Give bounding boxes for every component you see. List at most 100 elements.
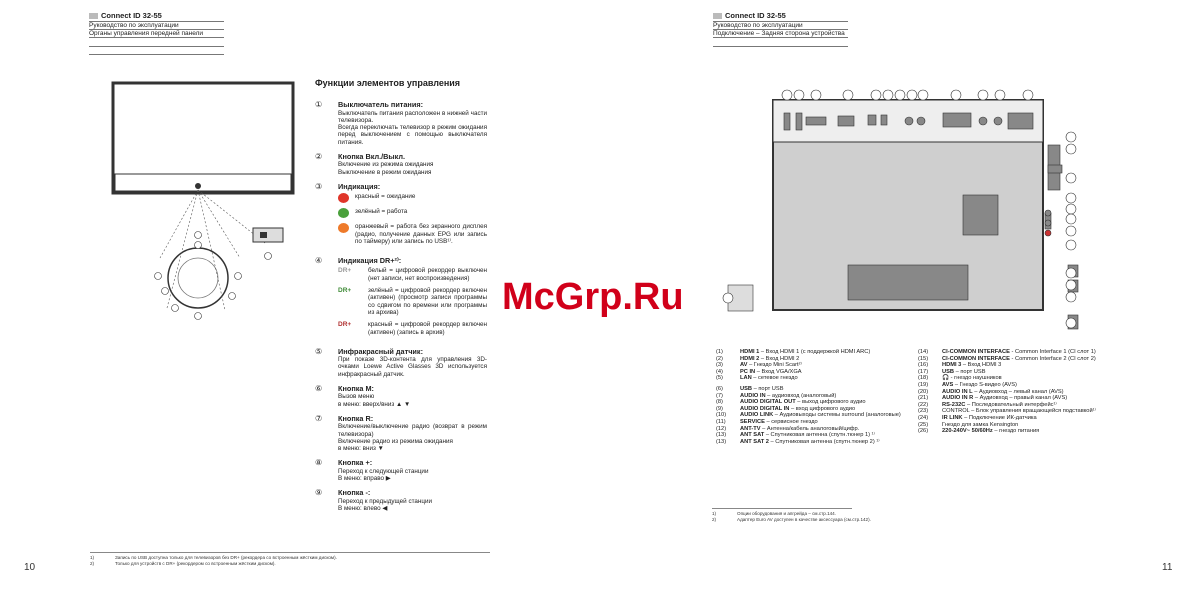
item-number: ③: [315, 181, 323, 191]
connection-description: – сетевое гнездо: [751, 375, 798, 382]
connection-text: ANT-TV – Антенна/кабель аналоговый/цифр.: [740, 426, 859, 433]
connection-description: – аудиовход (аналоговый): [765, 392, 837, 399]
connection-description: – гнездо питания: [992, 428, 1040, 435]
connection-name: AUDIO LINK: [740, 412, 774, 419]
dr-plus-icon: DR+: [338, 267, 352, 275]
connection-text: PC IN – Вход VGA/XGA: [740, 369, 802, 376]
connection-name: AVS: [942, 381, 954, 388]
connection-name: HDMI 2: [740, 355, 760, 362]
item-title: Кнопка M:: [338, 384, 374, 394]
connection-item: (17)USB – порт USB: [918, 369, 1118, 376]
connection-name: HDMI 3: [942, 362, 962, 369]
connection-number: (19): [918, 381, 929, 388]
connection-item: (14)CI-COMMON INTERFACE - Common Interfa…: [918, 349, 1118, 356]
connection-item: (3)AV – Гнездо Mini Scart²⁾: [716, 362, 911, 369]
item-text: При показе 3D-контента для управления 3D…: [338, 356, 487, 378]
connection-text: AV – Гнездо Mini Scart²⁾: [740, 362, 802, 369]
connection-name: CI-COMMON INTERFACE: [942, 349, 1010, 355]
connection-description: – Спутниковая антенна (спутн.тюнер 1) ¹⁾: [764, 432, 875, 439]
header-line: [89, 47, 224, 55]
item-text: Переход к предыдущей станции: [338, 497, 433, 505]
connection-item: (6)USB – порт USB: [716, 386, 911, 393]
connection-name: ANT-TV: [740, 425, 761, 432]
header-line: Руководство по эксплуатации: [89, 21, 224, 30]
connection-text: HDMI 3 – Вход HDMI 3: [942, 362, 1001, 369]
item-text: В меню: вправо ▶: [338, 474, 391, 482]
connection-item: (7)AUDIO IN – аудиовход (аналоговый): [716, 393, 911, 400]
item-number: ②: [315, 152, 323, 162]
indicator-row: оранжевый = работа без экранного дисплея…: [338, 223, 487, 245]
header-line: Подключение – Задняя сторона устройства: [713, 30, 848, 38]
connection-item: (11)SERVICE – сервисное гнездо: [716, 419, 911, 426]
connection-text: AUDIO IN R – Аудиовход – правый канал (A…: [942, 395, 1067, 402]
footnote-mark: 1): [712, 511, 717, 516]
left-footnotes: 1)Запись по USB доступна только для теле…: [90, 552, 490, 567]
connection-description: – Вход HDMI 2: [759, 355, 800, 362]
connection-description: – Аудиовыходы системы surround (аналогов…: [773, 412, 901, 419]
header-line: Органы управления передней панели: [89, 30, 224, 38]
connection-text: ANT SAT 2 – Спутниковая антенна (спутн.т…: [740, 439, 880, 446]
connection-description: – Антенна/кабель аналоговый/цифр.: [760, 425, 860, 432]
connection-text: IR LINK – Подключение ИК-датчика: [942, 415, 1037, 422]
connection-name: ANT SAT: [740, 432, 765, 439]
tv-rear-connections-illustration: [722, 89, 1079, 330]
connection-text: AUDIO IN L – Аудиовход – левый канал (AV…: [942, 389, 1064, 396]
indicator-text: красный = цифровой рекордер включен (акт…: [368, 321, 487, 336]
indicator-row: красный = ожидание: [338, 193, 487, 204]
connection-text: 220-240V~ 50/60Hz – гнездо питания: [942, 428, 1039, 435]
indicator-text: белый = цифровой рекордер выключен (нет …: [368, 267, 487, 282]
item-text: Включение радио из режима ожидания: [338, 437, 453, 445]
footnote-mark: 2): [712, 517, 717, 522]
connection-number: (5): [716, 375, 723, 382]
connection-name: CI-COMMON INTERFACE: [942, 355, 1010, 362]
connection-name: HDMI 1: [740, 349, 760, 355]
connection-name: PC IN: [740, 368, 756, 375]
connection-name: AUDIO DIGITAL OUT: [740, 399, 796, 406]
item-text: Включение/выключение радио (возврат в ре…: [338, 423, 487, 438]
item-text: Всегда переключать телевизор в режим ожи…: [338, 124, 487, 146]
connection-text: AUDIO DIGITAL OUT – выход цифрового ауди…: [740, 399, 866, 406]
connection-number: (6): [716, 385, 723, 392]
item-number: ⑧: [315, 458, 323, 468]
connection-text: 🎧 - гнездо наушников: [942, 375, 1002, 382]
connection-number: (16): [918, 362, 929, 369]
connection-description: – Аудиовход – левый канал (AVS): [972, 388, 1064, 395]
dr-indicator-row: DR+красный = цифровой рекордер включен (…: [338, 321, 487, 336]
connection-number: (23): [918, 408, 929, 415]
item-number: ⑦: [315, 413, 323, 423]
connection-text: CI-COMMON INTERFACE - Common Interface 1…: [942, 349, 1096, 356]
connection-name: IR LINK: [942, 414, 963, 421]
connection-description: – Вход VGA/XGA: [755, 368, 802, 375]
connection-description: – вход цифрового аудио: [789, 405, 856, 412]
dr-indicator-row: DR+ белый = цифровой рекордер выключен (н…: [338, 267, 487, 282]
connection-description: CONTROL – Блок управления вращающейся по…: [942, 408, 1096, 415]
tv-front-illustration: [111, 81, 295, 320]
connection-text: AUDIO DIGITAL IN – вход цифрового аудио: [740, 406, 855, 413]
connection-text: SERVICE – сервисное гнездо: [740, 419, 818, 426]
right-page-header: Connect ID 32-55 Руководство по эксплуат…: [713, 10, 848, 47]
item-text: в меню: вверх/вниз ▲ ▼: [338, 400, 411, 408]
led-dot-icon: [338, 223, 349, 234]
connection-number: (9): [716, 405, 723, 412]
brand-title: Connect ID 32-55: [725, 11, 786, 20]
connection-item: (9) AUDIO DIGITAL IN – вход цифрового ауд…: [716, 406, 911, 413]
item-title: Индикация:: [338, 181, 381, 191]
led-dot-icon: [338, 193, 349, 204]
item-text: в меню: вниз ▼: [338, 445, 384, 453]
item-body: Кнопка R:Включение/выключение радио (воз…: [338, 415, 487, 452]
item-number: ⑥: [315, 384, 323, 394]
control-section: ⑦ Кнопка R:Включение/выключение радио (во…: [315, 413, 487, 452]
connection-number: (10): [716, 412, 727, 419]
connection-item: (12)ANT-TV – Антенна/кабель аналоговый/ц…: [716, 426, 911, 433]
item-body: Инфракрасный датчик:При показе 3D-контен…: [338, 348, 487, 378]
footnote-mark: 1): [90, 555, 95, 560]
header-square-icon: [713, 12, 722, 19]
item-title: Кнопка R:: [338, 413, 374, 423]
